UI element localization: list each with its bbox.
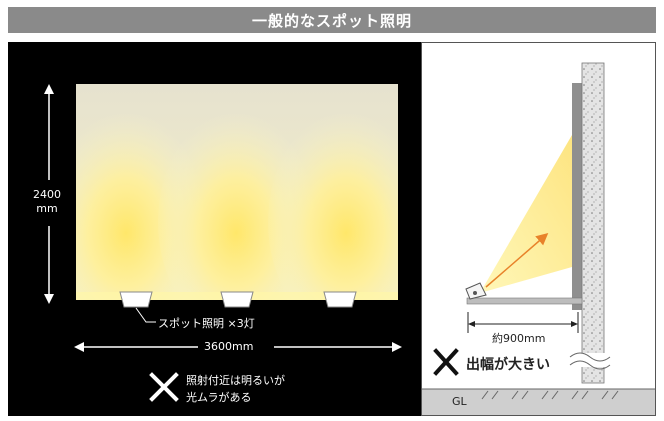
cross-mark-icon xyxy=(433,348,459,376)
cross-mark-icon xyxy=(149,372,179,402)
light-beam xyxy=(480,135,572,293)
spotlight-wall-illustration xyxy=(8,42,421,416)
right-diagram-panel: 約900mm 出幅が大きい GL xyxy=(421,42,656,416)
light-direction-arrow xyxy=(485,233,549,288)
spotlight-fixture-2 xyxy=(220,291,254,308)
light-pool-1 xyxy=(48,112,204,332)
right-note: 出幅が大きい xyxy=(466,357,550,373)
spotlight-fixture-1 xyxy=(119,291,153,308)
page-title: 一般的なスポット照明 xyxy=(8,7,656,33)
fixture-base-plate xyxy=(466,297,583,305)
fixture-label: スポット照明 ×3灯 xyxy=(158,317,255,330)
left-note-line-2: 光ムラがある xyxy=(186,391,252,404)
spotlight-fixture-3 xyxy=(323,291,357,308)
ground-label: GL xyxy=(452,395,467,408)
ground-hatching xyxy=(481,390,619,400)
light-pool-2 xyxy=(158,112,314,332)
spotlight-fixture-side xyxy=(465,282,487,300)
height-value: 2400 xyxy=(33,188,61,201)
wall-break-symbol xyxy=(569,352,612,370)
concrete-wall xyxy=(581,62,605,384)
left-note: 照射付近は明るいが 光ムラがある xyxy=(186,372,285,406)
distance-dimension-arrow xyxy=(467,312,579,333)
height-unit: mm xyxy=(36,202,58,215)
left-note-line-1: 照射付近は明るいが xyxy=(186,374,285,387)
wall-panel xyxy=(572,83,582,310)
left-diagram-panel: 2400 mm 3600mm スポット照明 ×3灯 照射付近は明るいが 光ムラが… xyxy=(8,42,421,416)
height-label: 2400 mm xyxy=(29,188,65,216)
width-label: 3600mm xyxy=(204,340,254,353)
distance-label: 約900mm xyxy=(492,332,546,345)
side-section-illustration xyxy=(422,62,655,415)
fixture-leader-line xyxy=(135,307,156,323)
light-pool-3 xyxy=(268,112,421,332)
